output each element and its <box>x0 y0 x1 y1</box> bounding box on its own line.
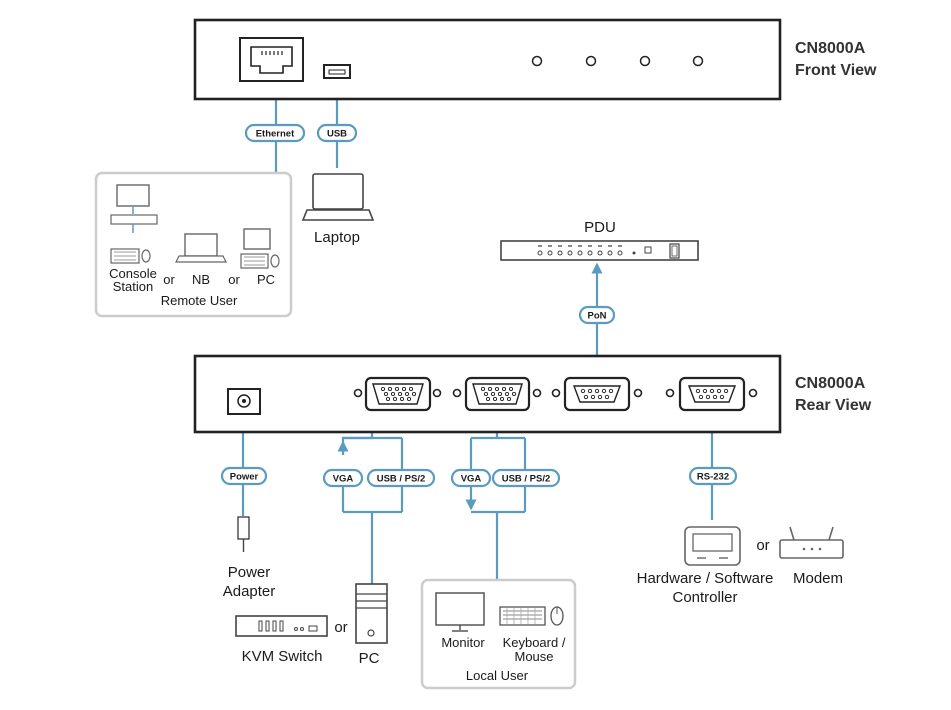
power-jack-icon <box>227 388 261 415</box>
pdu-label: PDU <box>584 219 616 236</box>
cables <box>241 81 718 585</box>
usb-ps2-in-label-pill: USB / PS/2 <box>366 468 436 488</box>
keyboard-mouse-icon <box>499 606 564 626</box>
vga-out-label: VGA <box>461 474 482 485</box>
power-label-pill: Power <box>220 466 268 486</box>
rs232-label-pill: RS-232 <box>688 466 738 486</box>
pc-label: PC <box>359 650 380 667</box>
usb-port-icon <box>323 64 351 79</box>
pdu-icon <box>500 240 699 261</box>
rs232-label: RS-232 <box>697 472 729 483</box>
monitor-icon <box>435 592 485 632</box>
power-label: Power <box>230 472 259 483</box>
usb-ps2-out-label-pill: USB / PS/2 <box>491 468 561 488</box>
ethernet-label: Ethernet <box>256 129 295 140</box>
usb-ps2-in-label: USB / PS/2 <box>377 474 426 485</box>
console-station-label-line2: Station <box>113 279 153 294</box>
led-indicator-icon <box>639 55 651 67</box>
kvm-switch-icon <box>235 615 328 637</box>
local-user-label: Local User <box>466 668 529 683</box>
or-label: or <box>756 537 769 554</box>
led-indicator-icon <box>531 55 543 67</box>
pc-tower-icon <box>355 583 388 644</box>
vga-in-label: VGA <box>333 474 354 485</box>
usb-label-pill: USB <box>316 123 358 143</box>
cn8000a-rear-unit <box>193 354 782 434</box>
rear-unit-subtitle: Rear View <box>795 397 872 414</box>
modem-icon <box>779 526 844 559</box>
laptop-icon <box>301 173 375 221</box>
laptop-label: Laptop <box>314 229 360 246</box>
modem-label: Modem <box>793 570 843 587</box>
or-label: or <box>228 272 240 287</box>
rs232-port-icon <box>665 376 758 412</box>
hw-sw-controller-label-line1: Hardware / Software <box>637 570 774 587</box>
cn8000a-front-unit <box>193 18 782 101</box>
rear-unit-title: CN8000A <box>795 375 866 392</box>
local-user-panel: Monitor Keyboard / Mouse Local User <box>420 578 577 690</box>
front-unit-title: CN8000A <box>795 40 866 57</box>
hardware-software-controller-icon <box>684 526 741 566</box>
ethernet-port-icon <box>239 37 304 82</box>
console-station-label-line1: Console <box>109 266 157 281</box>
monitor-label: Monitor <box>441 635 485 650</box>
remote-user-label: Remote User <box>161 293 238 308</box>
usb-label: USB <box>327 129 347 140</box>
or-label: or <box>334 619 347 636</box>
led-indicator-icon <box>692 55 704 67</box>
remote-pc-label: PC <box>257 272 275 287</box>
console-station-icon <box>110 184 158 264</box>
power-adapter-label-line2: Adapter <box>223 583 276 600</box>
usb-ps2-out-label: USB / PS/2 <box>502 474 551 485</box>
front-unit-subtitle: Front View <box>795 62 877 79</box>
led-indicator-icon <box>585 55 597 67</box>
ethernet-label-pill: Ethernet <box>244 123 306 143</box>
remote-pc-icon <box>240 228 280 269</box>
hw-sw-controller-label-line2: Controller <box>672 589 737 606</box>
or-label: or <box>163 272 175 287</box>
pon-label-pill: PoN <box>578 305 616 325</box>
power-adapter-plug-icon <box>237 516 250 552</box>
nb-label: NB <box>192 272 210 287</box>
power-adapter-label-line1: Power <box>228 564 271 581</box>
kvm-console-port-1-icon <box>353 376 442 412</box>
remote-user-panel: Console Station or NB or PC Remote User <box>94 171 293 318</box>
keyboard-mouse-label-line1: Keyboard / <box>503 635 566 650</box>
pon-port-icon <box>551 376 643 412</box>
kvm-console-port-2-icon <box>452 376 542 412</box>
notebook-icon <box>175 233 227 263</box>
vga-in-label-pill: VGA <box>322 468 364 488</box>
keyboard-mouse-label-line2: Mouse <box>514 649 553 664</box>
pon-label: PoN <box>588 311 607 322</box>
kvm-switch-label: KVM Switch <box>242 648 323 665</box>
vga-out-label-pill: VGA <box>450 468 492 488</box>
